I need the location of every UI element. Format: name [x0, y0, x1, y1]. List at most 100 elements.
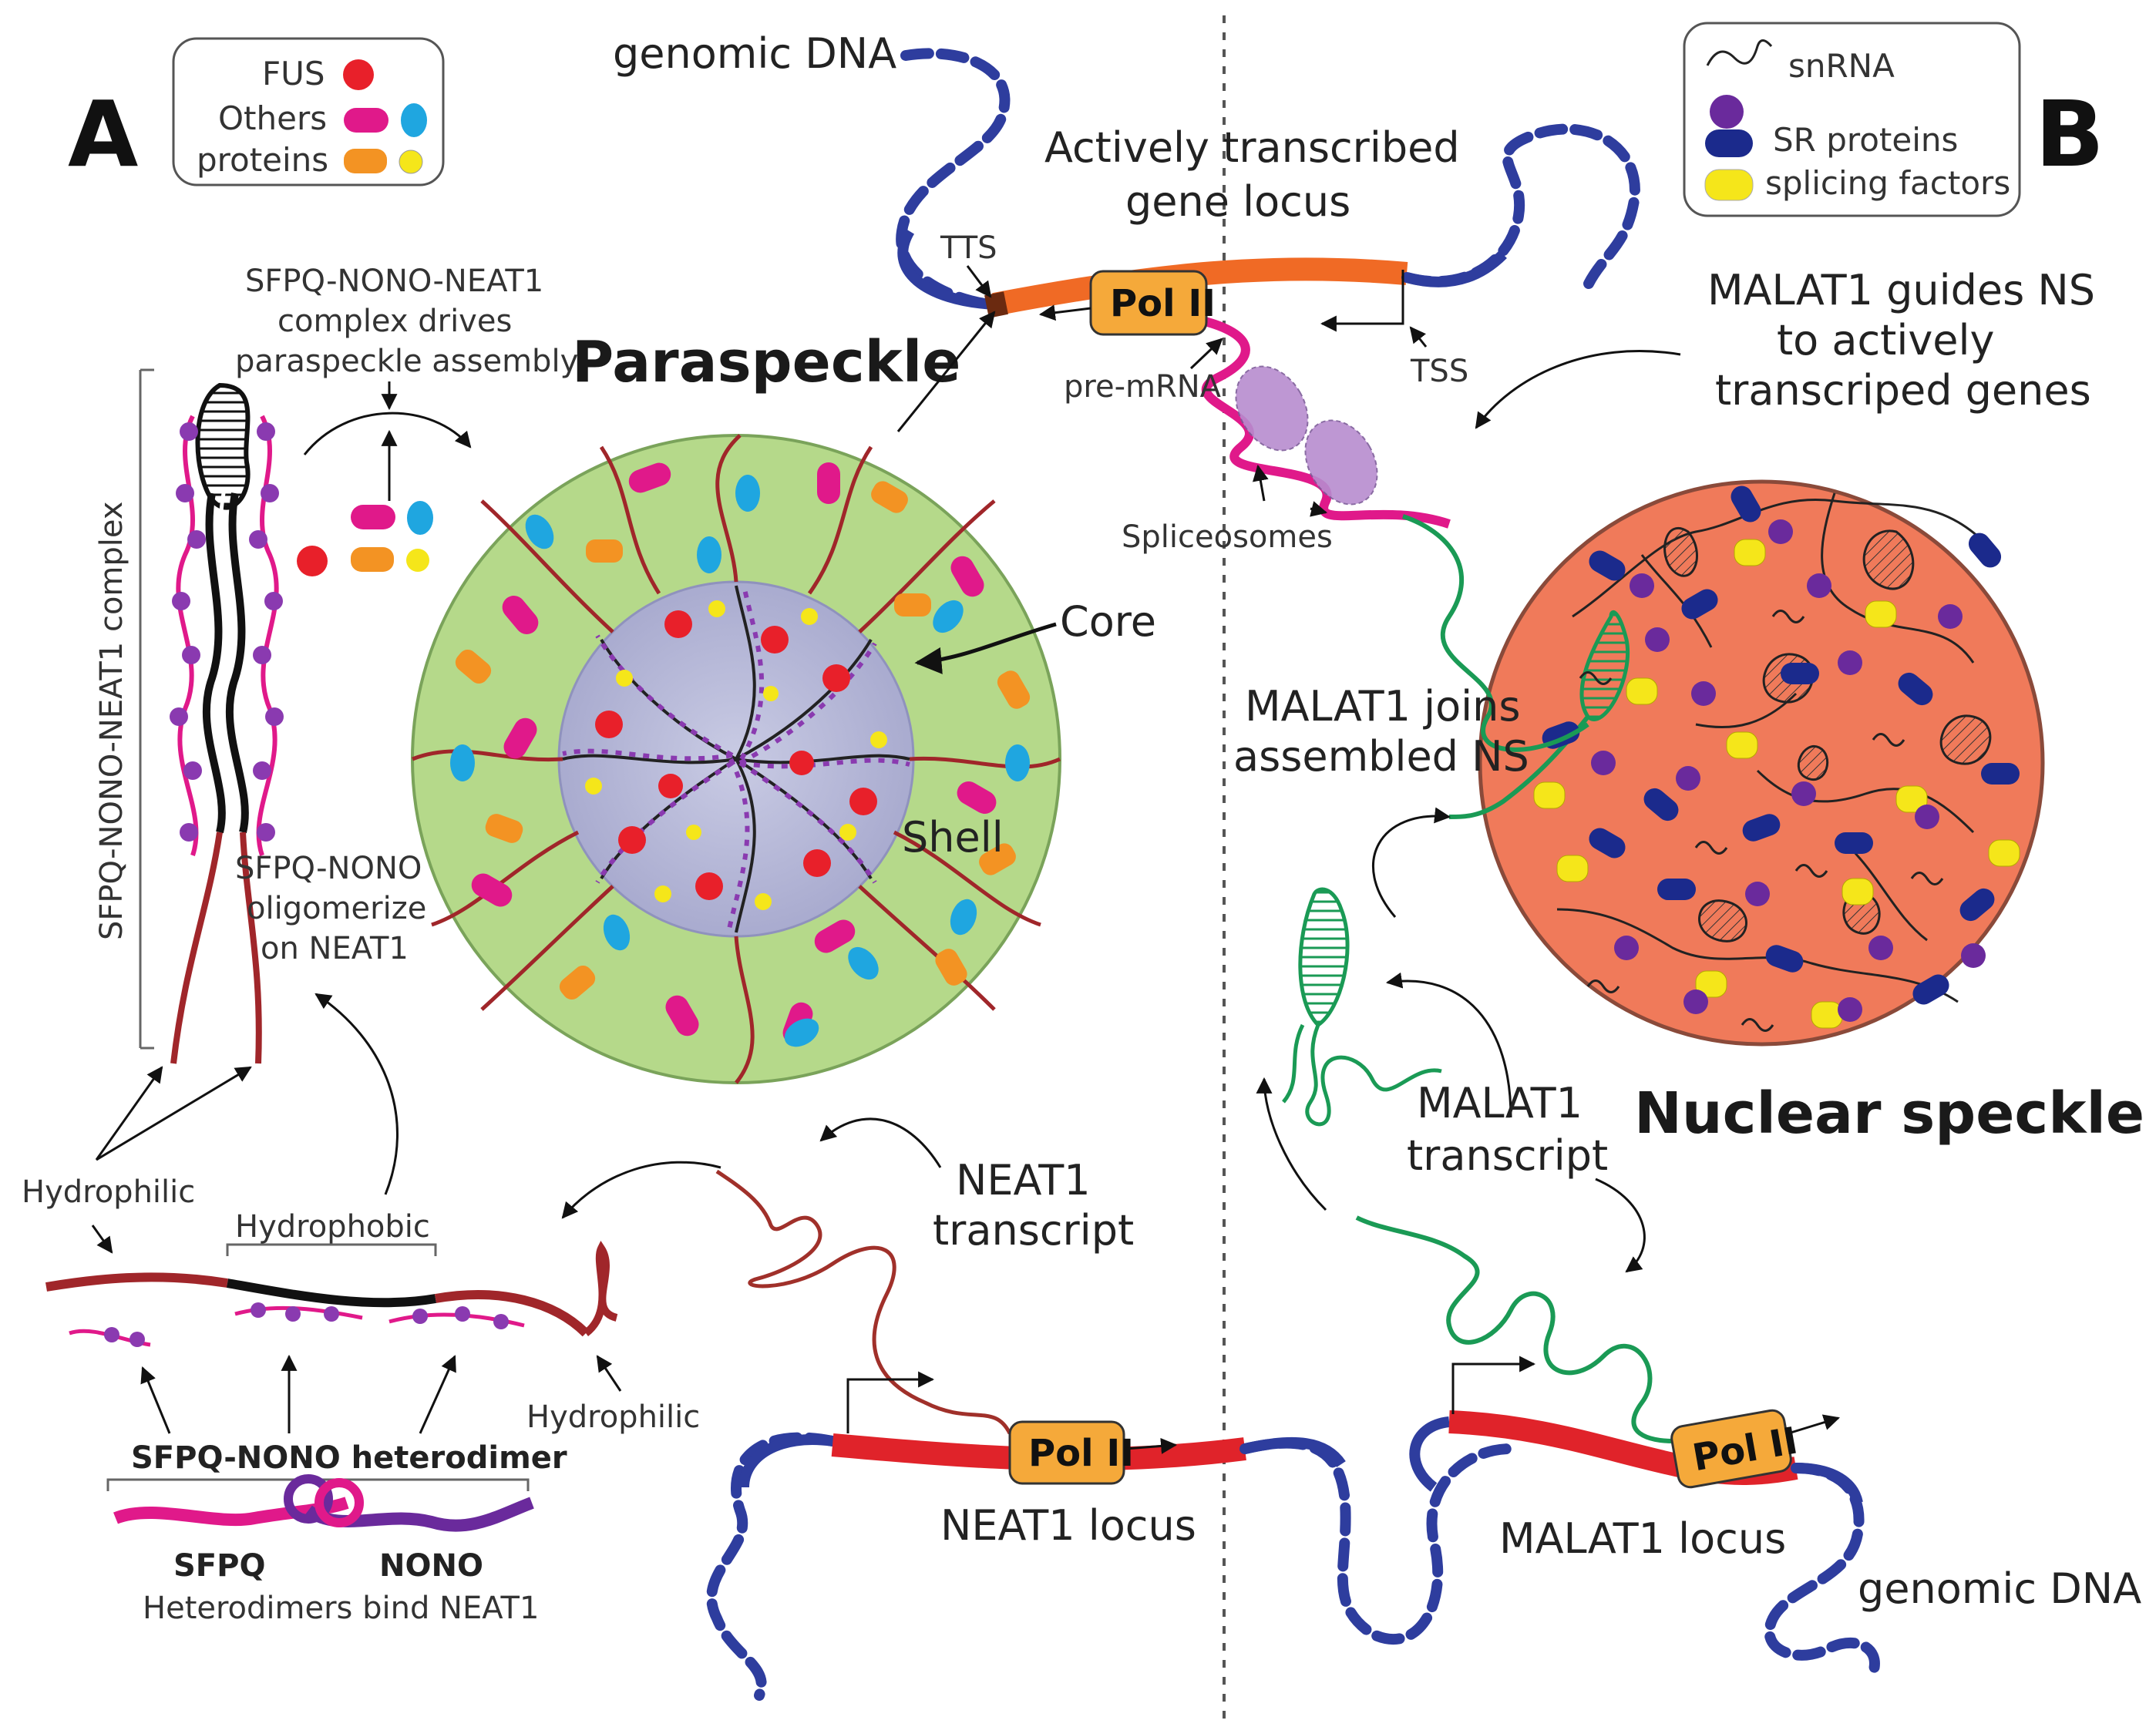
heterodimer-label: SFPQ-NONO heterodimer — [131, 1440, 567, 1476]
genomic-dna-top-label: genomic DNA — [613, 29, 896, 78]
malat1-locus-label: MALAT1 locus — [1499, 1514, 1786, 1563]
neat1-transcript-line2: transcript — [933, 1206, 1134, 1255]
panel-label-a: A — [68, 81, 138, 187]
orange-protein-icon — [344, 149, 387, 173]
neat1-transcript-line1: NEAT1 — [956, 1156, 1091, 1205]
panel-label-b: B — [2035, 81, 2104, 187]
spliceosomes-label: Spliceosomes — [1122, 519, 1333, 555]
assembly-annotation: SFPQ-NONO-NEAT1 complex drives paraspeck… — [235, 264, 578, 576]
neat1-locus: Pol II NEAT1 locus — [706, 1371, 1516, 1701]
heterodimers-bind-label: Heterodimers bind NEAT1 — [143, 1591, 539, 1626]
malat1-rna — [1355, 1215, 1673, 1443]
malat1-up-arrow-2 — [1256, 1077, 1327, 1211]
sr-protein-icon — [1705, 129, 1753, 157]
pre-mrna-label: pre-mRNA — [1064, 369, 1222, 405]
genomic-dna-bottom-label: genomic DNA — [1858, 1564, 2141, 1613]
active-locus-line1: Actively transcribed — [1044, 123, 1460, 172]
fus-dot — [343, 59, 374, 90]
malat1-transcript-line2: transcript — [1407, 1131, 1608, 1180]
malat1-joins-line1: MALAT1 joins — [1245, 682, 1521, 731]
malat1-joins-line2: assembled NS — [1233, 732, 1529, 781]
heterodimer: SFPQ-NONO heterodimer SFPQ NONO Heterodi… — [106, 1440, 567, 1626]
paraspeckle: Paraspeckle Core Shell — [411, 329, 1156, 1084]
neat1-curve-arrow-2 — [561, 1161, 721, 1219]
nuclear-speckle-title: Nuclear speckle — [1634, 1080, 2144, 1147]
legend-b: snRNA SR proteins splicing factors — [1683, 22, 2021, 217]
pol-ii-neat1 — [1008, 1420, 1125, 1485]
malat1-joins-arrow — [1372, 807, 1451, 918]
tss-arrow — [1320, 270, 1404, 332]
speckle-purple-dots — [1591, 519, 1986, 1022]
tts-mark — [984, 291, 1008, 318]
legend-others-label: Others — [218, 99, 327, 137]
core-proteins — [585, 600, 887, 910]
shell-proteins — [450, 462, 1031, 1047]
pol-ii-top-label: Pol II — [1110, 282, 1216, 325]
magenta-protein-icon — [344, 108, 388, 133]
malat1-transcript-line1: MALAT1 — [1417, 1079, 1583, 1127]
hydrophilic-left-label: Hydrophilic — [22, 1174, 195, 1210]
spliceosome-2 — [1304, 419, 1378, 506]
malat1-curve-arrow — [1595, 1178, 1646, 1273]
genomic-dna-top-left — [896, 48, 1011, 310]
spliceosome-1 — [1235, 365, 1309, 452]
malat1-tss-arrow — [1451, 1356, 1536, 1414]
vertical-complex-label: SFPQ-NONO-NEAT1 complex — [94, 502, 129, 940]
shell-label: Shell — [902, 813, 1004, 862]
pol-ii-top — [1089, 270, 1208, 336]
active-locus-line2: gene locus — [1125, 177, 1350, 226]
vertical-complex: SFPQ-NONO-NEAT1 complex — [94, 368, 284, 1064]
core-label: Core — [1060, 597, 1156, 646]
shell-rna-lines — [412, 434, 1061, 1084]
malat1-to-speckle — [1402, 514, 1589, 752]
nuclear-speckle: Nuclear speckle — [1448, 479, 2144, 1147]
speckle-snrna — [1579, 610, 1944, 1032]
nono-label: NONO — [379, 1548, 483, 1584]
legend-fus-label: FUS — [262, 55, 325, 92]
legend-sr-label: SR proteins — [1773, 121, 1958, 159]
genomic-dna-top-left-solid — [897, 228, 995, 310]
drives-line1: SFPQ-NONO-NEAT1 — [245, 264, 543, 299]
neat1-curve-arrow-1 — [819, 1117, 942, 1168]
neat1-locus-label: NEAT1 locus — [940, 1501, 1196, 1550]
neat1-tss-arrow — [846, 1371, 935, 1433]
paraspeckle-to-locus-arrow — [896, 311, 996, 432]
active-gene-locus: Pol II genomic DNA Actively transcribed … — [613, 29, 1640, 555]
legend-splicing-label: splicing factors — [1765, 164, 2010, 202]
snrna-icon — [1706, 39, 1773, 66]
core-pointer — [914, 622, 1057, 674]
legend-snrna-label: snRNA — [1788, 47, 1895, 85]
tss-label: TSS — [1410, 354, 1468, 389]
legend-a: FUS Others proteins — [172, 37, 445, 186]
malat1-up-arrow-1 — [1385, 972, 1512, 1118]
neat1-rna — [715, 1169, 1012, 1435]
pol-ii-malat1 — [1670, 1409, 1792, 1489]
yellow-protein-icon — [399, 150, 423, 174]
complex-head — [195, 382, 251, 510]
splicing-factor-icon — [1704, 169, 1754, 201]
malat1-hairpin — [1282, 887, 1442, 1127]
drives-line2: complex drives — [277, 304, 512, 339]
paraspeckle-title: Paraspeckle — [572, 329, 960, 395]
horizontal-neat1 — [45, 1241, 618, 1347]
oligo-arrow — [314, 993, 399, 1195]
locus-orange-bar — [992, 257, 1408, 316]
tts-label: TTS — [940, 230, 997, 266]
malat1-locus: Pol II MALAT1 locus genomic DNA — [1409, 1356, 2141, 1678]
sfpq-label: SFPQ — [173, 1548, 265, 1584]
pol-ii-neat1-label: Pol II — [1028, 1432, 1134, 1475]
drives-line3: paraspeckle assembly — [235, 344, 578, 379]
speckle-splicing-factors — [1533, 539, 2020, 1029]
speckle-sr-proteins — [1542, 486, 2020, 1005]
oligo-line2: oligomerize — [247, 891, 426, 926]
hydrophilic-right-label: Hydrophilic — [526, 1399, 700, 1435]
malat1-guides-line3: transcriped genes — [1715, 366, 2091, 415]
malat1-guides-arrow — [1475, 350, 1681, 429]
core-radial-purple — [562, 585, 910, 933]
pre-mrna — [1197, 315, 1451, 529]
purple-dot-icon — [1710, 95, 1744, 129]
cyan-protein-icon — [401, 103, 427, 137]
legend-proteins-label: proteins — [197, 141, 328, 179]
malat1-guides-line1: MALAT1 guides NS — [1707, 266, 2095, 314]
